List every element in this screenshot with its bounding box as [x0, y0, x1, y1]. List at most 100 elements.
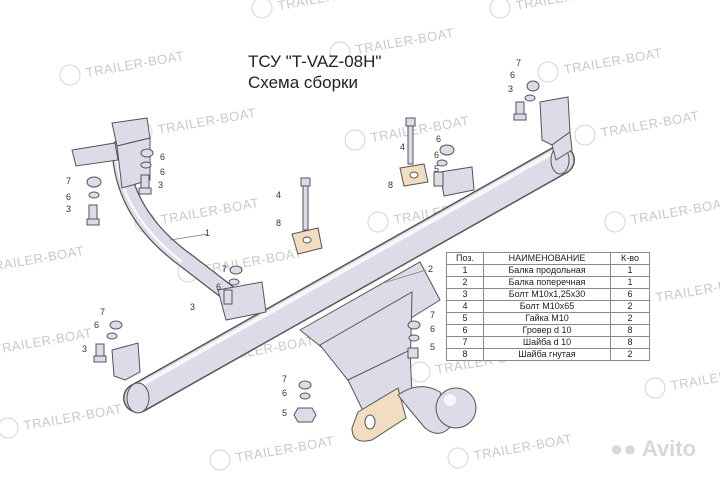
callout-6-top-right: 6 [510, 70, 515, 80]
cell-name: Балка продольная [483, 264, 611, 277]
fastener-stack-right-bottom [407, 320, 421, 359]
cell-name: Балка поперечная [483, 276, 611, 289]
watermark-1: TRAILER-BOAT [251, 0, 378, 19]
cell-name: Гровер d 10 [483, 324, 611, 337]
callout-6-bottom: 6 [282, 388, 287, 398]
svg-text:TRAILER-BOAT: TRAILER-BOAT [600, 108, 701, 140]
callout-6-right-top-b: 6 [434, 150, 439, 160]
header-quantity: К-во [610, 252, 650, 265]
cell-position: 4 [446, 300, 484, 313]
callout-3-top-right: 3 [508, 84, 513, 94]
header-position: Поз. [446, 252, 484, 265]
svg-text:TRAILER-BOAT: TRAILER-BOAT [370, 113, 471, 145]
fastener-stack-mid [223, 265, 243, 305]
tow-hook [351, 386, 477, 442]
cell-quantity: 1 [610, 264, 650, 277]
callout-7-right-bottom: 7 [430, 310, 435, 320]
callout-8-top: 8 [388, 180, 393, 190]
svg-text:TRAILER-BOAT: TRAILER-BOAT [277, 0, 378, 13]
fastener-stack-left-mid [138, 148, 154, 195]
diagram-subtitle: Схема сборки [248, 73, 358, 92]
bolt-top-4 [405, 117, 416, 165]
callout-3-mid-b: 3 [190, 302, 195, 312]
fastener-stack-bottom [293, 380, 317, 423]
cell-name: Болт М10х1,25х30 [483, 288, 611, 301]
svg-text:TRAILER-BOAT: TRAILER-BOAT [23, 401, 124, 433]
fastener-stack-left-bottom [93, 320, 123, 363]
callout-4-top: 4 [400, 142, 405, 152]
callout-6-mid: 6 [160, 167, 165, 177]
parts-table-header: Поз. НАИМЕНОВАНИЕ К-во [446, 252, 650, 265]
svg-text:TRAILER-BOAT: TRAILER-BOAT [563, 45, 664, 77]
watermark-2: TRAILER-BOAT [489, 0, 616, 19]
watermark-18: TRAILER-BOAT [644, 361, 720, 399]
callout-6-right-bottom: 6 [430, 324, 435, 334]
cell-position: 6 [446, 324, 484, 337]
cell-quantity: 8 [610, 324, 650, 337]
callout-2: 2 [428, 264, 433, 274]
cell-quantity: 8 [610, 336, 650, 349]
left-end-bracket [111, 342, 141, 381]
avito-logo-icon: ●● [610, 436, 637, 461]
callout-1: 1 [205, 228, 210, 238]
watermark-5: TRAILER-BOAT [537, 45, 664, 83]
watermark-3: TRAILER-BOAT [59, 48, 186, 86]
callout-7-left: 7 [66, 176, 71, 186]
callout-5-right-bottom: 5 [430, 342, 435, 352]
callout-7-left-bottom: 7 [100, 307, 105, 317]
fastener-stack-right-top [433, 144, 455, 187]
middle-bracket-right [439, 166, 475, 197]
fastener-stack-left-top [86, 176, 102, 226]
callout-6-right-top: 6 [436, 134, 441, 144]
cell-position: 7 [446, 336, 484, 349]
cell-name: Гайка М10 [483, 312, 611, 325]
cell-name: Шайба d 10 [483, 336, 611, 349]
callout-6-left-bottom: 6 [94, 320, 99, 330]
callout-6-top: 6 [160, 152, 165, 162]
callout-labels: 1 2 3 6 7 6 6 3 4 8 4 8 6 6 5 7 6 3 7 6 … [66, 58, 521, 418]
callouts [169, 233, 427, 285]
svg-text:TRAILER-BOAT: TRAILER-BOAT [473, 431, 574, 463]
svg-text:TRAILER-BOAT: TRAILER-BOAT [157, 105, 258, 137]
callout-7-top-right: 7 [516, 58, 521, 68]
fastener-stack-top-right [513, 80, 540, 121]
cell-name: Шайба гнутая [483, 348, 611, 361]
cell-position: 8 [446, 348, 484, 361]
cell-position: 3 [446, 288, 484, 301]
watermark-15: TRAILER-BOAT [0, 325, 93, 357]
svg-text:TRAILER-BOAT: TRAILER-BOAT [85, 48, 186, 80]
svg-text:TRAILER-BOAT: TRAILER-BOAT [670, 361, 720, 393]
watermark-8: TRAILER-BOAT [574, 108, 701, 146]
washer-bent-top [399, 163, 429, 187]
watermark-7: TRAILER-BOAT [344, 113, 471, 151]
callout-5-bottom: 5 [282, 408, 287, 418]
left-top-bracket [71, 117, 151, 189]
watermark-12: TRAILER-BOAT [0, 243, 85, 275]
callout-3: 3 [66, 204, 71, 214]
transverse-beam [123, 145, 575, 414]
callout-3-mid: 3 [158, 180, 163, 190]
callout-5-right-top: 5 [434, 164, 439, 174]
svg-text:TRAILER-BOAT: TRAILER-BOAT [203, 245, 304, 277]
cell-position: 2 [446, 276, 484, 289]
cell-position: 1 [446, 264, 484, 277]
cell-quantity: 1 [610, 276, 650, 289]
svg-text:TRAILER-BOAT: TRAILER-BOAT [630, 195, 720, 227]
avito-watermark: ●● Avito [610, 436, 696, 462]
cell-quantity: 6 [610, 288, 650, 301]
callout-3-left-bottom: 3 [82, 344, 87, 354]
svg-text:TRAILER-BOAT: TRAILER-BOAT [515, 0, 616, 13]
washer-bent-center [291, 227, 323, 255]
svg-text:TRAILER-BOAT: TRAILER-BOAT [235, 433, 336, 465]
callout-7-bottom: 7 [282, 374, 287, 384]
svg-text:TRAILER-BOAT: TRAILER-BOAT [655, 273, 720, 305]
diagram-title: ТСУ "T-VAZ-08H" [248, 52, 382, 71]
